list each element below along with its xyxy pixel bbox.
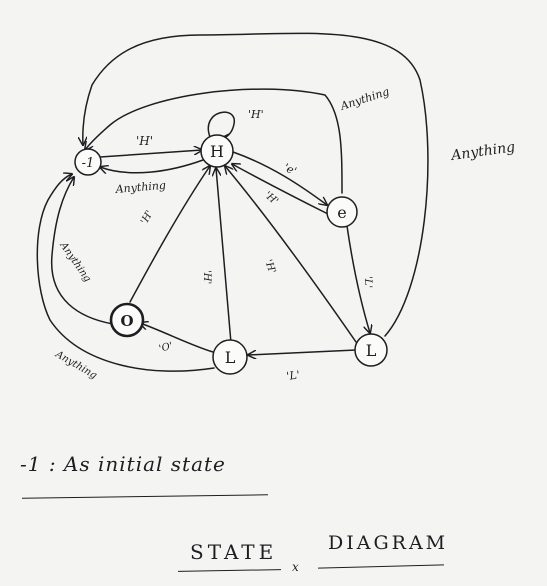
edge-e-to-l1 [346,225,370,333]
edge-o-to-init [51,177,114,325]
label-l1-to-init: Anything [448,139,516,164]
edge-h-self-loop [207,111,235,138]
state-h-label: H [210,142,224,161]
label-l2-to-init: Anything [53,349,99,382]
edge-e-to-init [85,88,343,194]
title-underline-2 [318,564,444,569]
state-initial-label: -1 [82,156,95,171]
state-l-second: L [212,339,248,375]
label-e-to-init: Anything [338,85,391,113]
state-h: H [200,134,234,168]
edge-l2-to-o [140,323,214,353]
title-separator: x [292,560,299,574]
title-state: STATE [190,540,278,564]
label-e-to-h: 'H' [262,190,280,208]
title-diagram: DIAGRAM [328,532,449,554]
label-o-to-h: 'H' [139,209,156,227]
title-underline-1 [177,569,282,572]
state-o: O [109,302,145,338]
edge-l2-to-h [216,168,232,344]
label-l1-to-h: 'H' [262,258,277,275]
label-h-to-init: Anything [114,179,166,196]
state-initial: -1 [74,148,102,176]
state-e: e [326,196,358,228]
note-underline [22,494,268,499]
edge-h-to-e [232,151,327,205]
state-e-label: e [337,203,346,222]
edge-o-to-h [129,166,210,303]
label-l1-to-l2: 'L' [286,368,301,383]
edge-l2-to-init [36,174,215,372]
label-l2-to-h: 'H' [201,270,212,284]
state-l-first-label: L [366,341,377,360]
label-o-to-init: Anything [57,240,93,285]
label-h-to-e: 'e' [282,161,299,178]
initial-state-note: -1 : As initial state [20,452,226,476]
state-o-label: O [120,312,133,330]
edge-e-to-h [232,164,329,215]
edge-l1-to-l2 [248,349,357,355]
label-h-self-loop: 'H' [248,108,264,121]
label-l2-to-o: 'O' [158,341,174,355]
edge-l1-to-h [225,166,357,343]
edge-init-to-h [99,150,202,158]
edge-l1-to-init [83,32,429,337]
edge-h-to-init [100,159,204,173]
label-e-to-l1: 'L' [362,276,373,288]
state-diagram: -1 H e L L O 'H' Anything 'H' 'e' 'H' 'L… [36,32,516,383]
label-init-to-h: 'H' [136,134,153,148]
state-l-second-label: L [225,348,236,367]
state-l-first: L [354,333,388,367]
